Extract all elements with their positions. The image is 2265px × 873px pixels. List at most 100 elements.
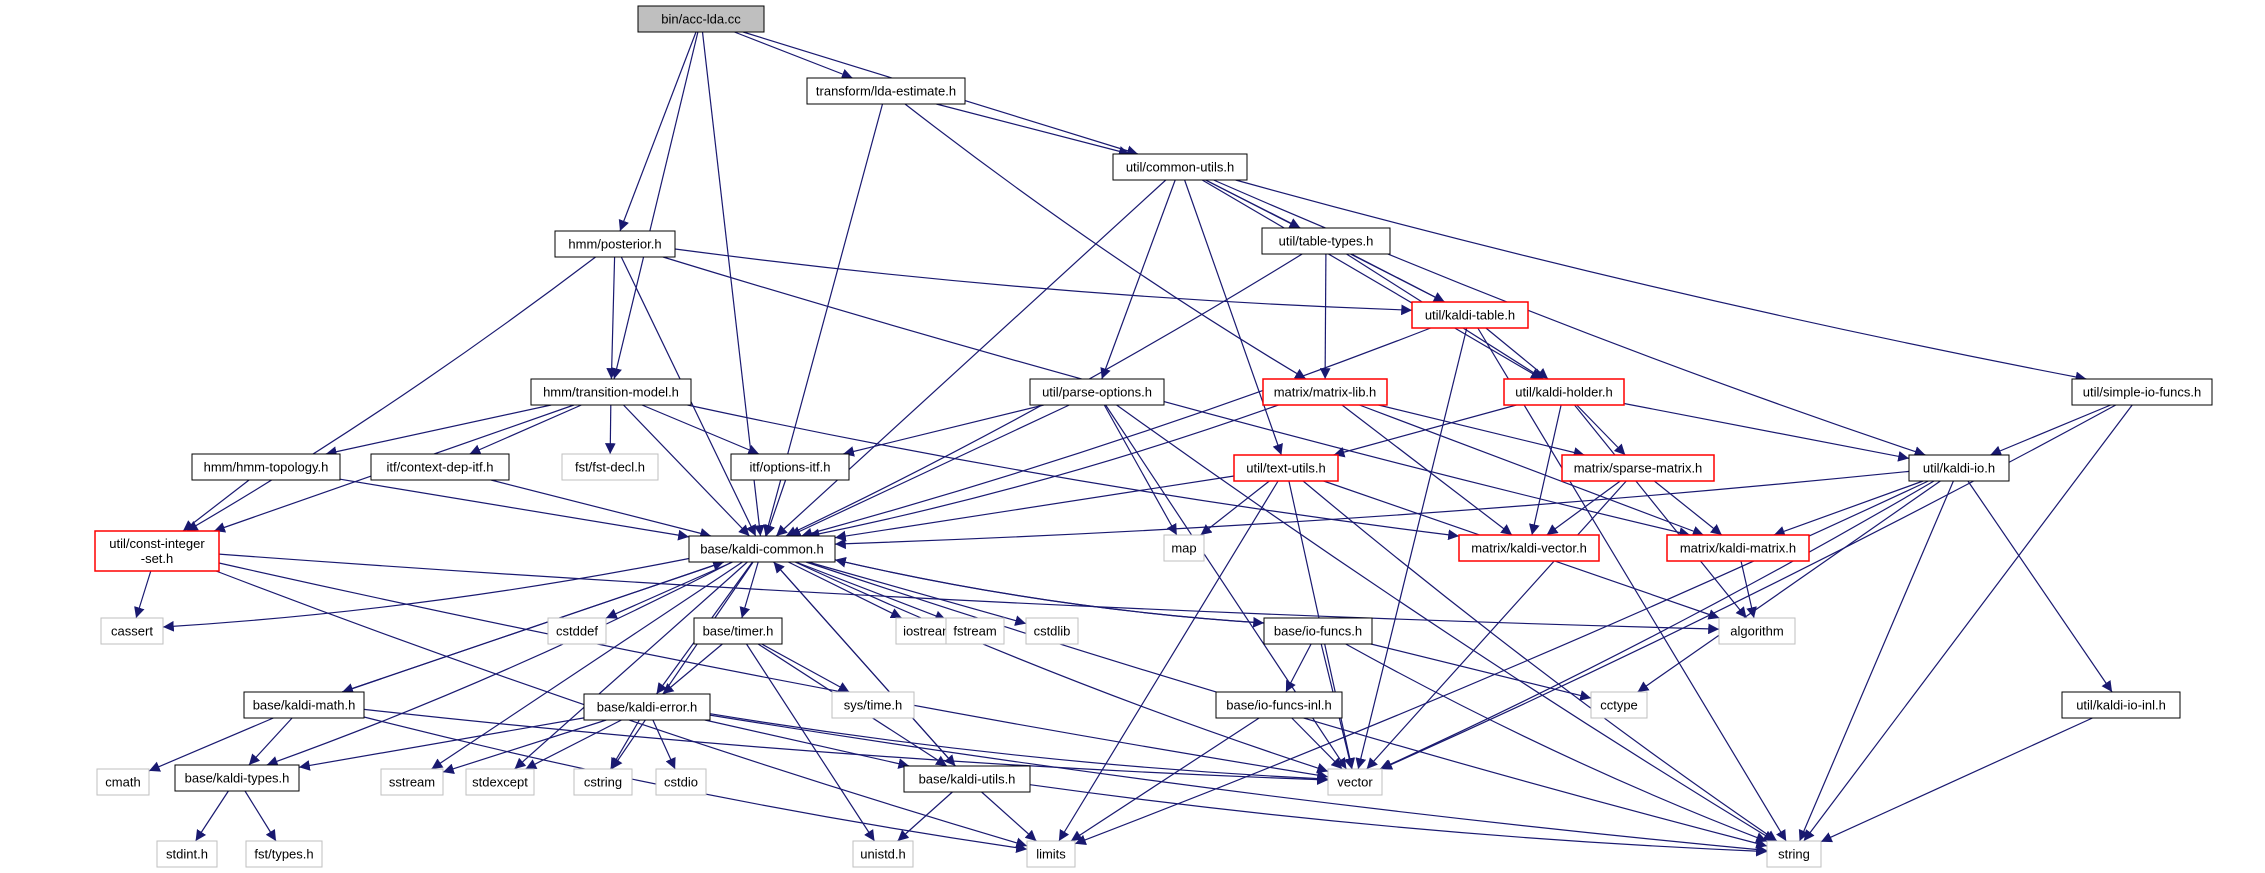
node-box-constint[interactable]: [94, 530, 220, 572]
node-box-basetimer[interactable]: [693, 617, 783, 645]
node-box-lda[interactable]: [806, 77, 966, 105]
node-stdexcept: stdexcept: [465, 768, 535, 796]
edge-kaldiutils-to-limits: [981, 791, 1037, 842]
edge-posterior-to-transmodel: [606, 256, 618, 380]
node-box-kaldimath[interactable]: [243, 691, 365, 719]
node-label-cstdio: cstdio: [664, 775, 698, 790]
node-box-parseopt[interactable]: [1029, 378, 1165, 406]
node-kaldiutils[interactable]: base/kaldi-utils.h: [903, 765, 1031, 793]
edge-parseopt-to-optitf: [843, 404, 1044, 457]
node-lda[interactable]: transform/lda-estimate.h: [806, 77, 966, 105]
node-sstream: sstream: [380, 768, 444, 796]
node-posterior[interactable]: hmm/posterior.h: [554, 230, 676, 258]
node-kaldiholder[interactable]: util/kaldi-holder.h: [1503, 378, 1625, 406]
node-box-kaldicommon[interactable]: [688, 535, 836, 563]
edge-kaldierror-to-kalditypes: [298, 717, 585, 771]
node-kaldierror[interactable]: base/kaldi-error.h: [583, 693, 711, 721]
node-label-unistd: unistd.h: [860, 847, 906, 862]
edge-common-to-kaldiio: [1213, 179, 1926, 457]
edge-acc-to-posterior: [618, 31, 697, 232]
edge-kaldierror-to-string: [709, 714, 1768, 855]
node-box-ctxdep[interactable]: [370, 453, 510, 481]
node-box-hmmtopo[interactable]: [191, 453, 341, 481]
node-box-matrixlib[interactable]: [1262, 378, 1388, 406]
node-box-simpleio[interactable]: [2071, 378, 2213, 406]
node-map: map: [1163, 534, 1205, 562]
edge-optitf-to-kaldicommon: [764, 479, 787, 537]
node-box-cassert: [100, 617, 164, 645]
node-box-tabletypes[interactable]: [1261, 227, 1391, 255]
edge-kaldierror-to-sstream: [442, 719, 607, 774]
node-box-kaldiio[interactable]: [1908, 454, 2010, 482]
node-box-posterior[interactable]: [554, 230, 676, 258]
node-kaldivector[interactable]: matrix/kaldi-vector.h: [1458, 534, 1600, 562]
node-simpleio[interactable]: util/simple-io-funcs.h: [2071, 378, 2213, 406]
node-box-kalditable[interactable]: [1411, 301, 1529, 329]
node-box-stdint: [156, 840, 218, 868]
node-box-common[interactable]: [1112, 153, 1248, 181]
node-kaldimatrix[interactable]: matrix/kaldi-matrix.h: [1666, 534, 1810, 562]
edge-tabletypes-to-matrixlib: [1319, 253, 1331, 380]
node-box-kaldioinl[interactable]: [2061, 691, 2181, 719]
edge-parseopt-to-string: [1116, 404, 1775, 842]
node-optitf[interactable]: itf/options-itf.h: [730, 453, 850, 481]
node-ctxdep[interactable]: itf/context-dep-itf.h: [370, 453, 510, 481]
node-box-cstdio: [655, 768, 707, 796]
edge-posterior-to-kalditable: [674, 248, 1413, 316]
node-parseopt[interactable]: util/parse-options.h: [1029, 378, 1165, 406]
node-box-textutils[interactable]: [1233, 454, 1339, 482]
edge-sparse-to-kaldimatrix: [1653, 480, 1723, 536]
node-common[interactable]: util/common-utils.h: [1112, 153, 1248, 181]
node-label-kaldiio: util/kaldi-io.h: [1923, 461, 1995, 476]
node-box-optitf[interactable]: [730, 453, 850, 481]
node-kaldiio[interactable]: util/kaldi-io.h: [1908, 454, 2010, 482]
node-label-vector: vector: [1337, 775, 1373, 790]
node-matrixlib[interactable]: matrix/matrix-lib.h: [1262, 378, 1388, 406]
edge-kaldiholder-to-algorithm: [1574, 404, 1747, 619]
node-kaldicommon[interactable]: base/kaldi-common.h: [688, 535, 836, 563]
node-box-kaldierror[interactable]: [583, 693, 711, 721]
node-box-iofuncs[interactable]: [1263, 617, 1373, 645]
edge-iofuncsinl-to-vector: [1291, 717, 1343, 770]
node-box-kalditypes[interactable]: [174, 764, 300, 792]
edge-parseopt-to-vector: [1105, 404, 1347, 770]
node-box-iofuncsinl[interactable]: [1215, 691, 1343, 719]
node-kaldimath[interactable]: base/kaldi-math.h: [243, 691, 365, 719]
node-box-fstdecl: [561, 453, 659, 481]
node-sparse[interactable]: matrix/sparse-matrix.h: [1561, 454, 1715, 482]
node-constint[interactable]: util/const-integer-set.h: [94, 530, 220, 572]
node-kaldioinl[interactable]: util/kaldi-io-inl.h: [2061, 691, 2181, 719]
node-label-matrixlib: matrix/matrix-lib.h: [1274, 385, 1377, 400]
node-transmodel[interactable]: hmm/transition-model.h: [530, 378, 692, 406]
node-label-constint: util/const-integer: [109, 536, 205, 551]
node-cctype: cctype: [1590, 691, 1648, 719]
node-hmmtopo[interactable]: hmm/hmm-topology.h: [191, 453, 341, 481]
node-cstdio: cstdio: [655, 768, 707, 796]
node-iofuncsinl[interactable]: base/io-funcs-inl.h: [1215, 691, 1343, 719]
edge-common-to-parseopt: [1100, 179, 1176, 380]
node-box-acc[interactable]: [637, 5, 765, 33]
node-box-transmodel[interactable]: [530, 378, 692, 406]
node-box-systime: [831, 691, 915, 719]
node-cstring: cstring: [573, 768, 633, 796]
node-box-kaldimatrix[interactable]: [1666, 534, 1810, 562]
edge-textutils-to-string: [1302, 480, 1778, 842]
node-basetimer[interactable]: base/timer.h: [693, 617, 783, 645]
node-box-kaldiholder[interactable]: [1503, 378, 1625, 406]
edge-kaldiutils-to-kaldicommon: [773, 561, 956, 767]
node-acc[interactable]: bin/acc-lda.cc: [637, 5, 765, 33]
node-label-fstdecl: fst/fst-decl.h: [575, 460, 645, 475]
edge-constint-to-algorithm: [218, 553, 1720, 635]
edge-transmodel-to-hmmtopo: [325, 404, 552, 457]
node-kalditypes[interactable]: base/kaldi-types.h: [174, 764, 300, 792]
node-box-kaldiutils[interactable]: [903, 765, 1031, 793]
node-box-kaldivector[interactable]: [1458, 534, 1600, 562]
edge-textutils-to-map: [1200, 480, 1270, 536]
edge-kalditable-to-kaldiholder: [1485, 327, 1549, 380]
node-textutils[interactable]: util/text-utils.h: [1233, 454, 1339, 482]
node-kalditable[interactable]: util/kaldi-table.h: [1411, 301, 1529, 329]
node-tabletypes[interactable]: util/table-types.h: [1261, 227, 1391, 255]
node-box-cctype: [1590, 691, 1648, 719]
node-iofuncs[interactable]: base/io-funcs.h: [1263, 617, 1373, 645]
node-box-sparse[interactable]: [1561, 454, 1715, 482]
